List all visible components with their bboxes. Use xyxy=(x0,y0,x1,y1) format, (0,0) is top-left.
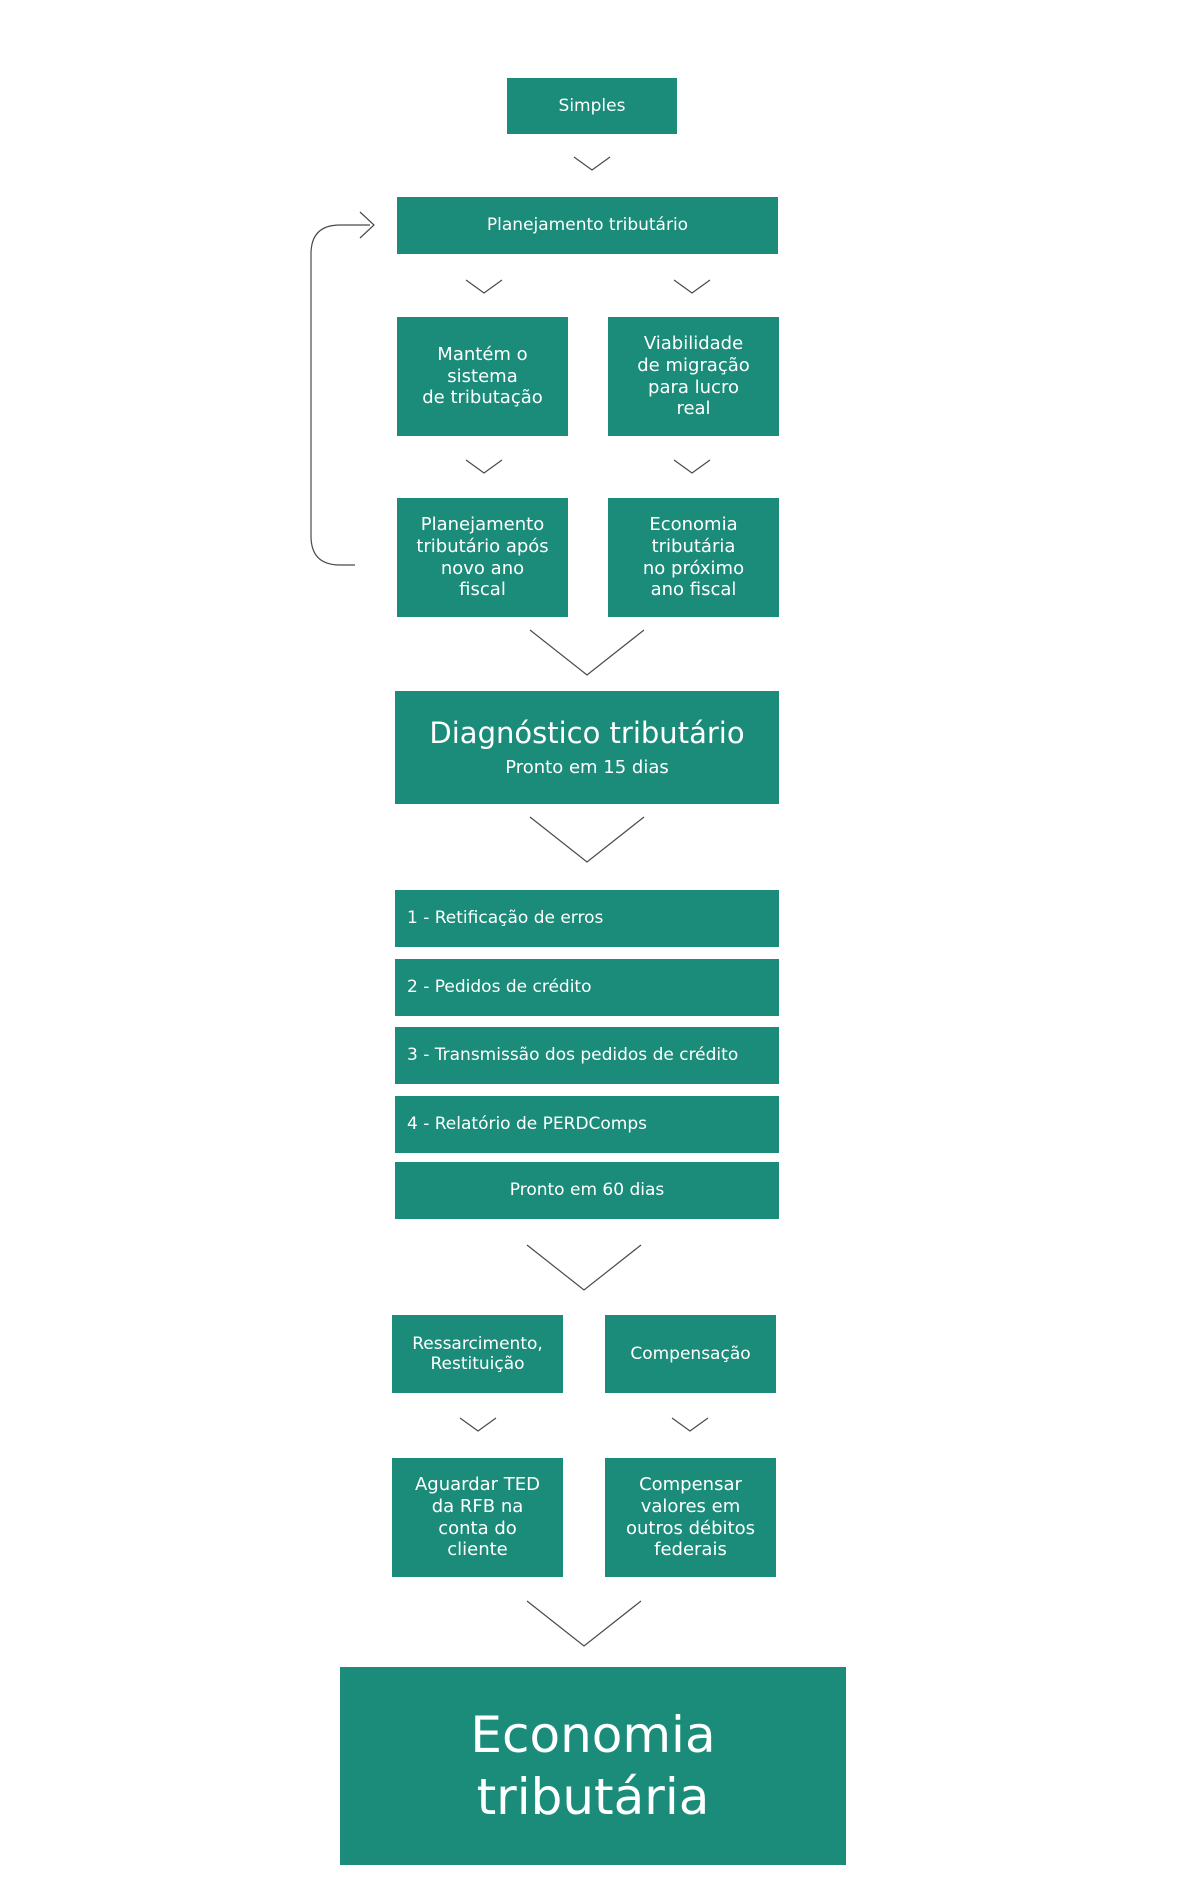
ressarcimento-label: Ressarcimento, Restituição xyxy=(412,1333,543,1374)
chevron-down-icon xyxy=(529,629,645,676)
step-3-label: 3 - Transmissão dos pedidos de crédito xyxy=(407,1045,739,1066)
box-mantem-sistema: Mantém o sistema de tributação xyxy=(397,317,568,436)
chevron-down-icon xyxy=(673,279,711,294)
arrow-right-icon xyxy=(359,211,375,239)
step-1-label: 1 - Retificação de erros xyxy=(407,908,604,929)
chevron-down-icon xyxy=(465,459,503,474)
loop-back-connector xyxy=(310,224,370,566)
box-economia-proximo: Economia tributária no próximo ano fisca… xyxy=(608,498,779,617)
aguardar-ted-label: Aguardar TED da RFB na conta do cliente xyxy=(414,1474,541,1561)
step-2-label: 2 - Pedidos de crédito xyxy=(407,977,592,998)
chevron-down-icon xyxy=(526,1600,642,1647)
chevron-down-icon xyxy=(529,816,645,863)
step-4-label: 4 - Relatório de PERDComps xyxy=(407,1114,648,1135)
chevron-down-icon xyxy=(671,1417,709,1432)
box-viabilidade-migracao-label: Viabilidade de migração para lucro real xyxy=(637,333,750,420)
box-mantem-sistema-label: Mantém o sistema de tributação xyxy=(422,344,543,409)
box-economia-proximo-label: Economia tributária no próximo ano fisca… xyxy=(642,514,745,601)
step-3-box: 3 - Transmissão dos pedidos de crédito xyxy=(395,1027,779,1084)
compensacao-label: Compensação xyxy=(630,1343,751,1364)
economia-tributaria-label: Economia tributária xyxy=(470,1705,716,1827)
box-planejamento-tributario-label: Planejamento tributário xyxy=(486,215,689,236)
box-simples-label: Simples xyxy=(558,95,626,116)
box-viabilidade-migracao: Viabilidade de migração para lucro real xyxy=(608,317,779,436)
chevron-down-icon xyxy=(673,459,711,474)
box-planejamento-tributario: Planejamento tributário xyxy=(397,197,778,254)
compensar-valores-label: Compensar valores em outros débitos fede… xyxy=(626,1474,755,1561)
chevron-down-icon xyxy=(526,1244,642,1291)
diagnostico-subtitle: Pronto em 15 dias xyxy=(505,756,669,778)
step-4-box: 4 - Relatório de PERDComps xyxy=(395,1096,779,1153)
box-planejamento-apos-label: Planejamento tributário após novo ano fi… xyxy=(416,514,549,601)
box-economia-tributaria: Economia tributária xyxy=(340,1667,846,1865)
chevron-down-icon xyxy=(573,156,611,171)
chevron-down-icon xyxy=(465,279,503,294)
box-ressarcimento: Ressarcimento, Restituição xyxy=(392,1315,563,1393)
box-compensar-valores: Compensar valores em outros débitos fede… xyxy=(605,1458,776,1577)
step-1-box: 1 - Retificação de erros xyxy=(395,890,779,947)
pronto-60-label: Pronto em 60 dias xyxy=(509,1180,665,1201)
diagnostico-title: Diagnóstico tributário xyxy=(429,716,745,751)
box-simples: Simples xyxy=(507,78,677,134)
box-compensacao: Compensação xyxy=(605,1315,776,1393)
box-planejamento-apos: Planejamento tributário após novo ano fi… xyxy=(397,498,568,617)
box-pronto-60-dias: Pronto em 60 dias xyxy=(395,1162,779,1219)
chevron-down-icon xyxy=(459,1417,497,1432)
box-aguardar-ted: Aguardar TED da RFB na conta do cliente xyxy=(392,1458,563,1577)
box-diagnostico-tributario: Diagnóstico tributário Pronto em 15 dias xyxy=(395,691,779,804)
step-2-box: 2 - Pedidos de crédito xyxy=(395,959,779,1016)
